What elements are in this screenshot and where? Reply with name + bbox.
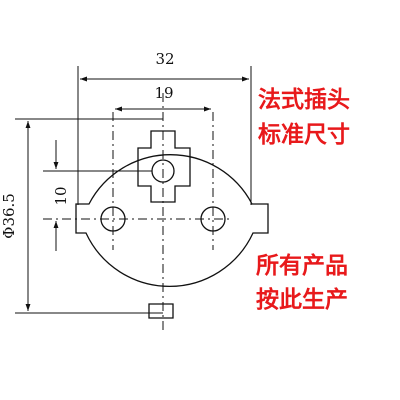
caption-all-products: 所有产品 bbox=[256, 253, 348, 279]
diameter-label: Φ36.5 bbox=[0, 193, 18, 239]
pin-offset-label: 10 bbox=[52, 186, 70, 205]
bottom-key-tab bbox=[148, 303, 174, 319]
plug-outline bbox=[75, 154, 269, 287]
caption-produced-accordingly: 按此生产 bbox=[256, 287, 348, 313]
caption-standard-size: 标准尺寸 bbox=[258, 122, 350, 148]
earth-pin-socket bbox=[137, 130, 191, 203]
pin-spacing-label: 19 bbox=[154, 84, 173, 102]
overall-width-label: 32 bbox=[155, 50, 174, 68]
caption-french-plug: 法式插头 bbox=[258, 87, 350, 113]
